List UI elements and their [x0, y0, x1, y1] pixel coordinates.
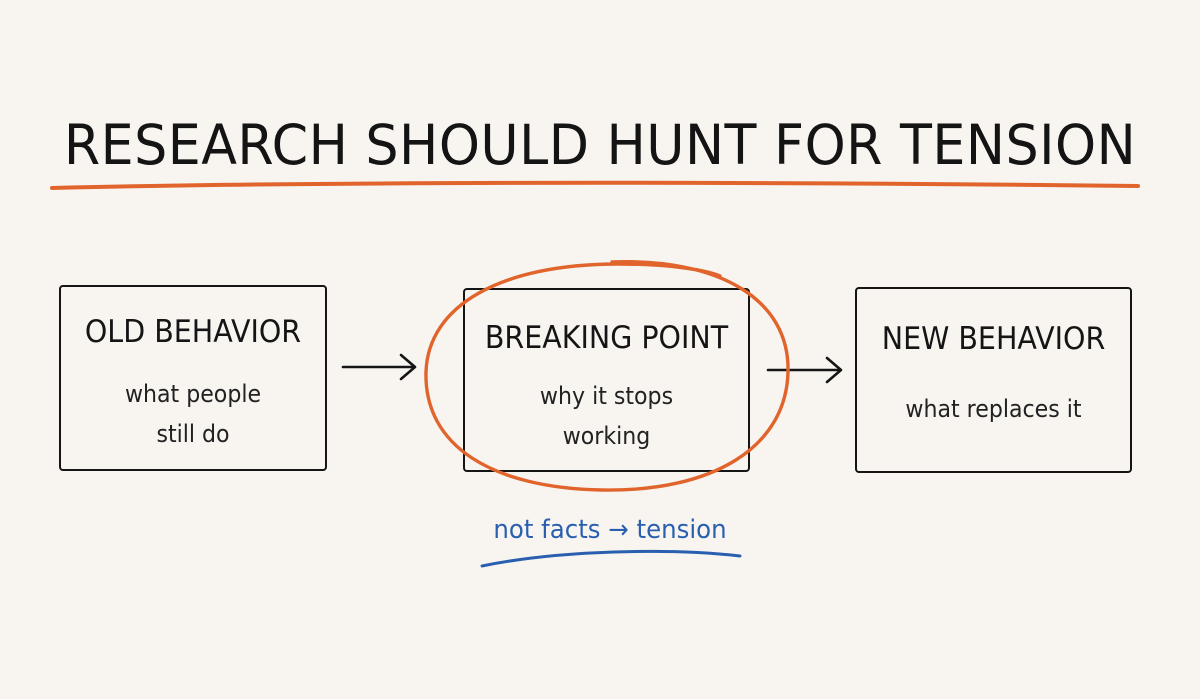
new-behavior-box: NEW BEHAVIOR what replaces it: [855, 287, 1132, 473]
breaking-point-subtitle: why it stops working: [539, 382, 674, 450]
old-behavior-box: OLD BEHAVIOR what people still do: [59, 285, 327, 471]
old-behavior-subtitle: what people still do: [124, 380, 262, 448]
breaking-point-box: BREAKING POINT why it stops working: [463, 288, 750, 472]
arrow-right-icon: [341, 353, 417, 381]
breaking-point-title: BREAKING POINT: [484, 320, 729, 356]
new-behavior-title: NEW BEHAVIOR: [881, 321, 1106, 357]
old-behavior-title: OLD BEHAVIOR: [84, 314, 302, 350]
diagram-title: RESEARCH SHOULD HUNT FOR TENSION: [63, 113, 1137, 177]
tension-annotation: not facts → tension: [493, 515, 727, 545]
annotation-underline: [480, 549, 742, 568]
new-behavior-subtitle: what replaces it: [905, 395, 1082, 423]
arrow-right-icon: [766, 356, 843, 384]
